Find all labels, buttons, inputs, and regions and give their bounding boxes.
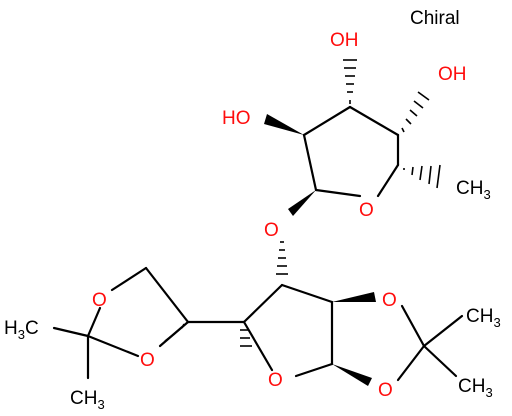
bond-furanose-c3-c2 <box>280 283 334 304</box>
bond-ring-c1-c2 <box>302 133 318 192</box>
methyl-left-bottom: CH3 <box>70 388 105 411</box>
bond-ldiox-c-o2 <box>86 334 140 358</box>
bond-dioxolane-o1-c <box>400 304 426 348</box>
wedge-bond-c1-o <box>288 190 316 216</box>
oh-right: OH <box>438 64 467 85</box>
bond-ldiox-o2-ch <box>158 320 190 348</box>
bond-ring-c5-o <box>376 163 400 198</box>
bond-dioxolane-c-me2 <box>422 344 458 378</box>
bond-dioxolane-c-me1 <box>422 314 464 348</box>
wedge-bond-c1-o <box>332 364 372 386</box>
oxygen-dioxolane-left-bottom: O <box>140 350 155 371</box>
oxygen-pyranose-ring: O <box>359 200 374 221</box>
bond-ring-o-c1 <box>314 188 362 198</box>
hash-bond-c4-furanose <box>240 329 252 347</box>
hash-bond-o-furanose <box>276 241 288 275</box>
methyl-pyranose: CH3 <box>456 178 491 202</box>
wedge-bond-c2-ho <box>264 114 304 135</box>
bond-dioxolane-o2-c <box>396 344 426 382</box>
bond-furanose-o-c4 <box>242 320 274 372</box>
bond-ldiox-o-c <box>86 306 102 338</box>
hash-bond-c4-oh <box>401 91 430 133</box>
bond-ldiox-c-me1 <box>52 326 90 338</box>
oxygen-glycosidic: O <box>264 220 279 241</box>
bond-ring-c3-c4 <box>348 105 400 137</box>
bond-furanose-c3-c4 <box>242 283 284 324</box>
bond-ldiox-ch2-o <box>110 266 148 292</box>
bond-ring-c2-c3 <box>302 105 352 137</box>
oxygen-dioxolane-right-bottom: O <box>378 380 393 401</box>
methyl-right-bottom: CH3 <box>458 376 493 400</box>
bond-furanose-c1-o <box>294 362 334 378</box>
oxygen-dioxolane-right-top: O <box>382 290 397 311</box>
oxygen-furanose-ring: O <box>268 370 283 391</box>
hash-bond-c5-ch3 <box>403 164 441 189</box>
ho-left: HO <box>222 108 251 129</box>
wedge-bond-c2-o <box>332 292 376 302</box>
methyl-right-top: CH3 <box>466 306 501 330</box>
hash-bond-c3-oh <box>343 59 357 104</box>
methyl-left: H3C <box>4 318 39 342</box>
chiral-flag: Chiral <box>410 8 460 29</box>
oh-top: OH <box>330 30 359 51</box>
oxygen-dioxolane-left-top: O <box>92 290 107 311</box>
bond-ldiox-ch-ch2 <box>144 266 190 324</box>
